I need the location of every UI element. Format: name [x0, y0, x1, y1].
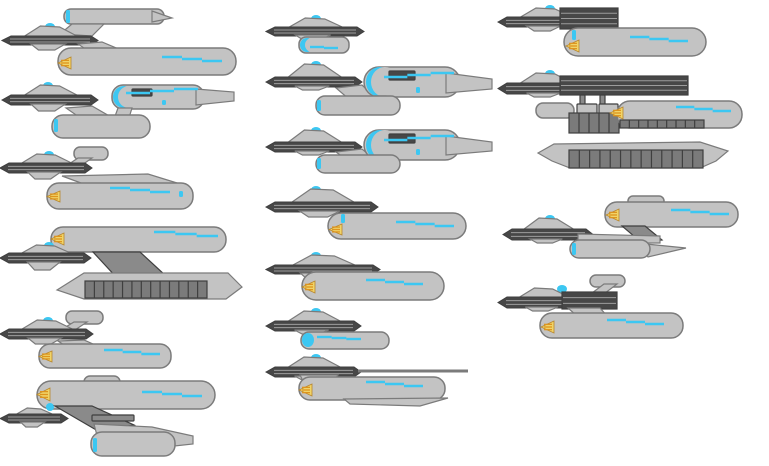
- ship-sprite-col2-row1: [264, 15, 365, 54]
- ship-sprite-col3-row3: [536, 141, 730, 169]
- ship-sprite-col1-row6: [0, 375, 216, 457]
- ship-sprite-col3-row1: [496, 5, 707, 57]
- ship-sprite-col3-row4: [502, 195, 739, 259]
- ship-sprite-col2-row6: [264, 308, 390, 350]
- ship-sprite-col2-row3: [264, 127, 493, 174]
- ship-sprite-col1-row5: [0, 310, 172, 369]
- ship-sprite-col1-row2: [0, 82, 235, 139]
- ship-sprite-col3-row2: [497, 70, 743, 134]
- ship-sprite-col2-row5: [264, 252, 445, 301]
- ship-sprite-col1-row1: [0, 8, 237, 76]
- ship-sprite-col3-row5: [497, 274, 684, 339]
- ship-sprite-col1-row3: [0, 146, 194, 210]
- ship-sprite-col2-row4: [264, 186, 467, 240]
- ship-sprite-col2-row2: [264, 61, 493, 116]
- ship-sprite-col1-row4: [0, 226, 243, 300]
- ship-sprite-col2-row7: [264, 354, 468, 407]
